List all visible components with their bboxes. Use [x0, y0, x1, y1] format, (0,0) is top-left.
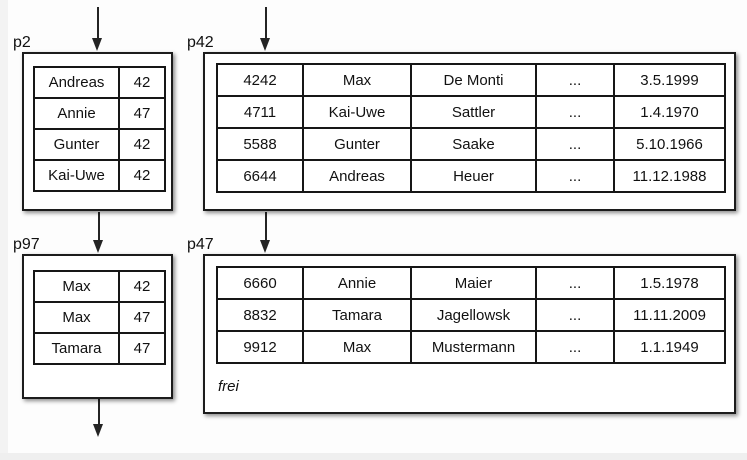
table-cell: 1.5.1978: [613, 266, 726, 300]
table-cell: Kai-Uwe: [33, 159, 120, 192]
page-box-p2: Andreas 42 Annie 47 Gunter 42 Kai-Uwe 42: [22, 52, 173, 211]
table-cell: Andreas: [33, 66, 120, 99]
arrow-p2-to-p97: [93, 212, 104, 253]
table-cell: Gunter: [33, 128, 120, 161]
arrow-shaft: [264, 212, 267, 241]
table-cell: ...: [535, 330, 615, 364]
table-cell: 42: [118, 270, 166, 303]
table-row: 6660 Annie Maier ... 1.5.1978: [216, 266, 726, 300]
table-cell: Annie: [33, 97, 120, 130]
arrow-head-icon: [92, 38, 102, 51]
index-table-p2: Andreas 42 Annie 47 Gunter 42 Kai-Uwe 42: [33, 66, 166, 192]
table-row: 9912 Max Mustermann ... 1.1.1949: [216, 330, 726, 364]
free-space-label: frei: [218, 378, 239, 395]
page-box-p97: Max 42 Max 47 Tamara 47: [22, 254, 173, 399]
table-cell: Gunter: [302, 127, 412, 161]
arrow-shaft: [96, 7, 99, 39]
page-edge-left: [0, 0, 8, 460]
table-row: Max 47: [33, 301, 166, 334]
table-cell: Max: [33, 301, 120, 334]
table-cell: 11.11.2009: [613, 298, 726, 332]
table-cell: Mustermann: [410, 330, 537, 364]
arrow-shaft: [97, 212, 100, 241]
table-cell: Tamara: [33, 332, 120, 365]
table-row: Max 42: [33, 270, 166, 303]
data-table-p42: 4242 Max De Monti ... 3.5.1999 4711 Kai-…: [216, 63, 726, 193]
table-cell: Jagellowsk: [410, 298, 537, 332]
table-row: 8832 Tamara Jagellowsk ... 11.11.2009: [216, 298, 726, 332]
table-cell: 4242: [216, 63, 304, 97]
table-cell: ...: [535, 127, 615, 161]
page-edge-bottom: [0, 453, 747, 460]
table-row: Tamara 47: [33, 332, 166, 365]
page-box-p42: 4242 Max De Monti ... 3.5.1999 4711 Kai-…: [203, 52, 736, 211]
table-row: 6644 Andreas Heuer ... 11.12.1988: [216, 159, 726, 193]
page-box-p47: 6660 Annie Maier ... 1.5.1978 8832 Tamar…: [203, 254, 736, 414]
table-cell: Kai-Uwe: [302, 95, 412, 129]
table-cell: 42: [118, 128, 166, 161]
table-cell: 5.10.1966: [613, 127, 726, 161]
page-label-p2: p2: [13, 34, 31, 51]
table-cell: 47: [118, 301, 166, 334]
table-row: 4711 Kai-Uwe Sattler ... 1.4.1970: [216, 95, 726, 129]
table-cell: Maier: [410, 266, 537, 300]
table-row: Annie 47: [33, 97, 166, 130]
table-cell: 42: [118, 159, 166, 192]
table-cell: Annie: [302, 266, 412, 300]
arrow-head-icon: [260, 38, 270, 51]
index-table-p97: Max 42 Max 47 Tamara 47: [33, 270, 166, 365]
table-row: 4242 Max De Monti ... 3.5.1999: [216, 63, 726, 97]
table-cell: De Monti: [410, 63, 537, 97]
table-row: Kai-Uwe 42: [33, 159, 166, 192]
table-cell: 1.1.1949: [613, 330, 726, 364]
table-cell: Heuer: [410, 159, 537, 193]
table-cell: 5588: [216, 127, 304, 161]
table-cell: ...: [535, 63, 615, 97]
arrow-head-icon: [260, 240, 270, 253]
arrow-into-p42: [260, 7, 271, 51]
table-cell: 3.5.1999: [613, 63, 726, 97]
table-cell: Andreas: [302, 159, 412, 193]
data-table-p47: 6660 Annie Maier ... 1.5.1978 8832 Tamar…: [216, 266, 726, 364]
table-row: 5588 Gunter Saake ... 5.10.1966: [216, 127, 726, 161]
table-cell: Saake: [410, 127, 537, 161]
page-label-p47: p47: [187, 236, 214, 253]
table-cell: ...: [535, 95, 615, 129]
arrow-shaft: [97, 399, 100, 425]
table-row: Gunter 42: [33, 128, 166, 161]
page-label-p42: p42: [187, 34, 214, 51]
page-label-p97: p97: [13, 236, 40, 253]
arrow-shaft: [264, 7, 267, 39]
arrow-out-of-p97: [93, 399, 104, 437]
table-cell: 4711: [216, 95, 304, 129]
arrow-head-icon: [93, 240, 103, 253]
table-cell: 42: [118, 66, 166, 99]
table-cell: 11.12.1988: [613, 159, 726, 193]
table-cell: 47: [118, 332, 166, 365]
table-cell: ...: [535, 266, 615, 300]
table-cell: 6644: [216, 159, 304, 193]
arrow-head-icon: [93, 424, 103, 437]
table-cell: Max: [302, 63, 412, 97]
table-cell: 9912: [216, 330, 304, 364]
table-row: Andreas 42: [33, 66, 166, 99]
table-cell: Sattler: [410, 95, 537, 129]
table-cell: 1.4.1970: [613, 95, 726, 129]
table-cell: Max: [33, 270, 120, 303]
arrow-into-p2: [92, 7, 103, 51]
arrow-p42-to-p47: [260, 212, 271, 253]
table-cell: Tamara: [302, 298, 412, 332]
table-cell: Max: [302, 330, 412, 364]
table-cell: ...: [535, 298, 615, 332]
table-cell: 6660: [216, 266, 304, 300]
table-cell: 47: [118, 97, 166, 130]
table-cell: 8832: [216, 298, 304, 332]
table-cell: ...: [535, 159, 615, 193]
